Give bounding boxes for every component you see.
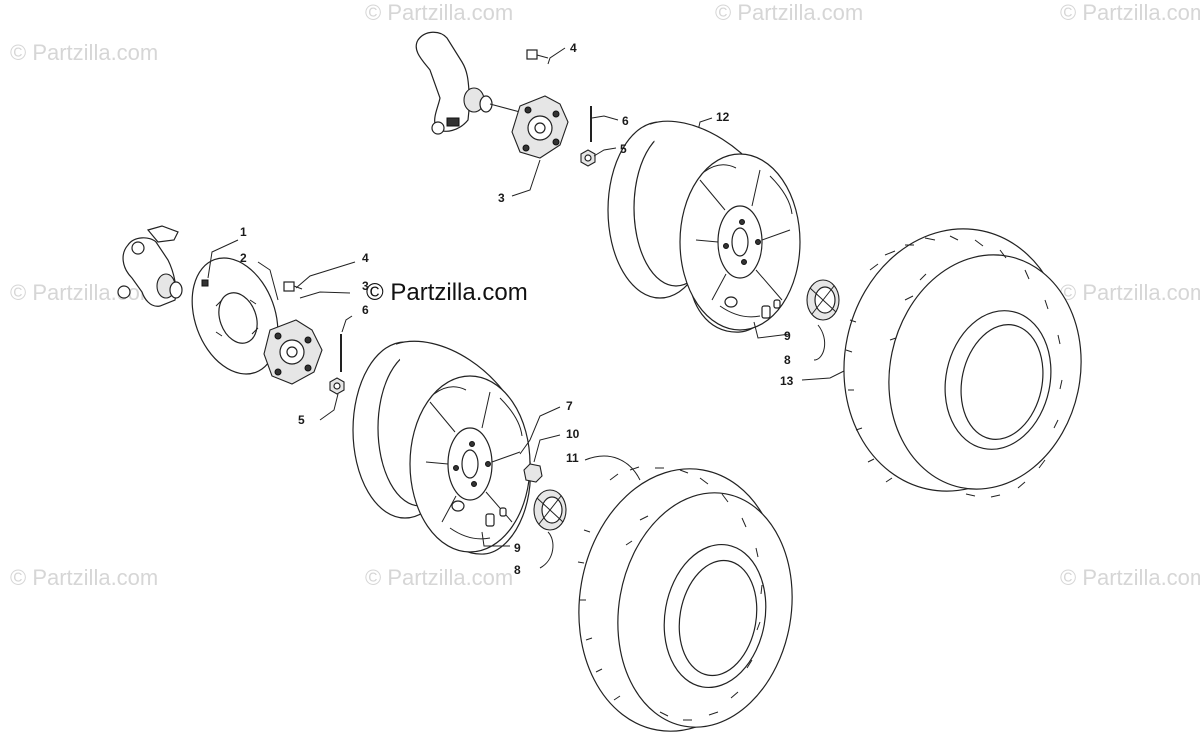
callout-10: 10 bbox=[566, 427, 580, 441]
upper-valve-stem bbox=[753, 299, 791, 339]
upper-rim bbox=[607, 120, 801, 333]
callout-2: 2 bbox=[240, 251, 247, 265]
watermark: © Partzilla.com bbox=[10, 565, 158, 590]
callout-3: 3 bbox=[498, 191, 505, 205]
lower-center-cap bbox=[533, 489, 567, 531]
brake-disc bbox=[191, 257, 279, 375]
callout-5: 5 bbox=[620, 142, 627, 156]
callout-6: 6 bbox=[362, 303, 369, 317]
lower-leaders bbox=[207, 239, 356, 421]
leader-8-right bbox=[813, 324, 826, 361]
callout-8: 8 bbox=[514, 563, 521, 577]
upper-tire bbox=[843, 228, 1082, 498]
upper-nut bbox=[580, 149, 596, 167]
lower-tire bbox=[577, 466, 793, 732]
center-watermark: © Partzilla.com bbox=[366, 279, 528, 306]
watermark: © Partzilla.com bbox=[365, 0, 513, 25]
callout-1: 1 bbox=[240, 225, 247, 239]
lower-nut bbox=[329, 377, 345, 395]
watermark: © Partzilla.com bbox=[10, 280, 158, 305]
lower-valve-stem bbox=[481, 507, 510, 547]
watermark: © Partzilla.com bbox=[715, 0, 863, 25]
brake-disc-bolt bbox=[201, 279, 209, 287]
upper-knuckle bbox=[415, 31, 521, 135]
callout-13: 13 bbox=[780, 374, 794, 388]
callout-6: 6 bbox=[622, 114, 629, 128]
callout-8: 8 bbox=[784, 353, 791, 367]
upper-bolt bbox=[526, 49, 549, 60]
callout-9: 9 bbox=[514, 541, 521, 555]
upper-center-cap bbox=[806, 279, 840, 321]
watermark: © Partzilla.com bbox=[1060, 280, 1200, 305]
callout-12: 12 bbox=[716, 110, 730, 124]
background-watermarks: © Partzilla.com © Partzilla.com © Partzi… bbox=[10, 0, 1200, 590]
upper-hub bbox=[511, 95, 569, 159]
watermark: © Partzilla.com bbox=[10, 40, 158, 65]
lower-knuckle bbox=[117, 225, 183, 307]
lower-bolt bbox=[283, 281, 303, 292]
lower-hub bbox=[263, 319, 323, 385]
callout-5: 5 bbox=[298, 413, 305, 427]
callout-4: 4 bbox=[362, 251, 369, 265]
callout-4: 4 bbox=[570, 41, 577, 55]
callout-11: 11 bbox=[566, 451, 579, 465]
lower-rim bbox=[352, 340, 532, 555]
watermark: © Partzilla.com bbox=[365, 565, 513, 590]
callout-labels: 4 6 5 3 12 1 2 4 3 6 5 7 10 11 9 8 9 8 1… bbox=[240, 41, 794, 577]
lug-nut bbox=[523, 463, 543, 483]
callout-3: 3 bbox=[362, 279, 369, 293]
watermark: © Partzilla.com bbox=[1060, 0, 1200, 25]
callout-7: 7 bbox=[566, 399, 573, 413]
lower-right-leaders bbox=[519, 406, 641, 569]
callout-9: 9 bbox=[784, 329, 791, 343]
leader-13 bbox=[801, 369, 847, 381]
watermark: © Partzilla.com bbox=[1060, 565, 1200, 590]
